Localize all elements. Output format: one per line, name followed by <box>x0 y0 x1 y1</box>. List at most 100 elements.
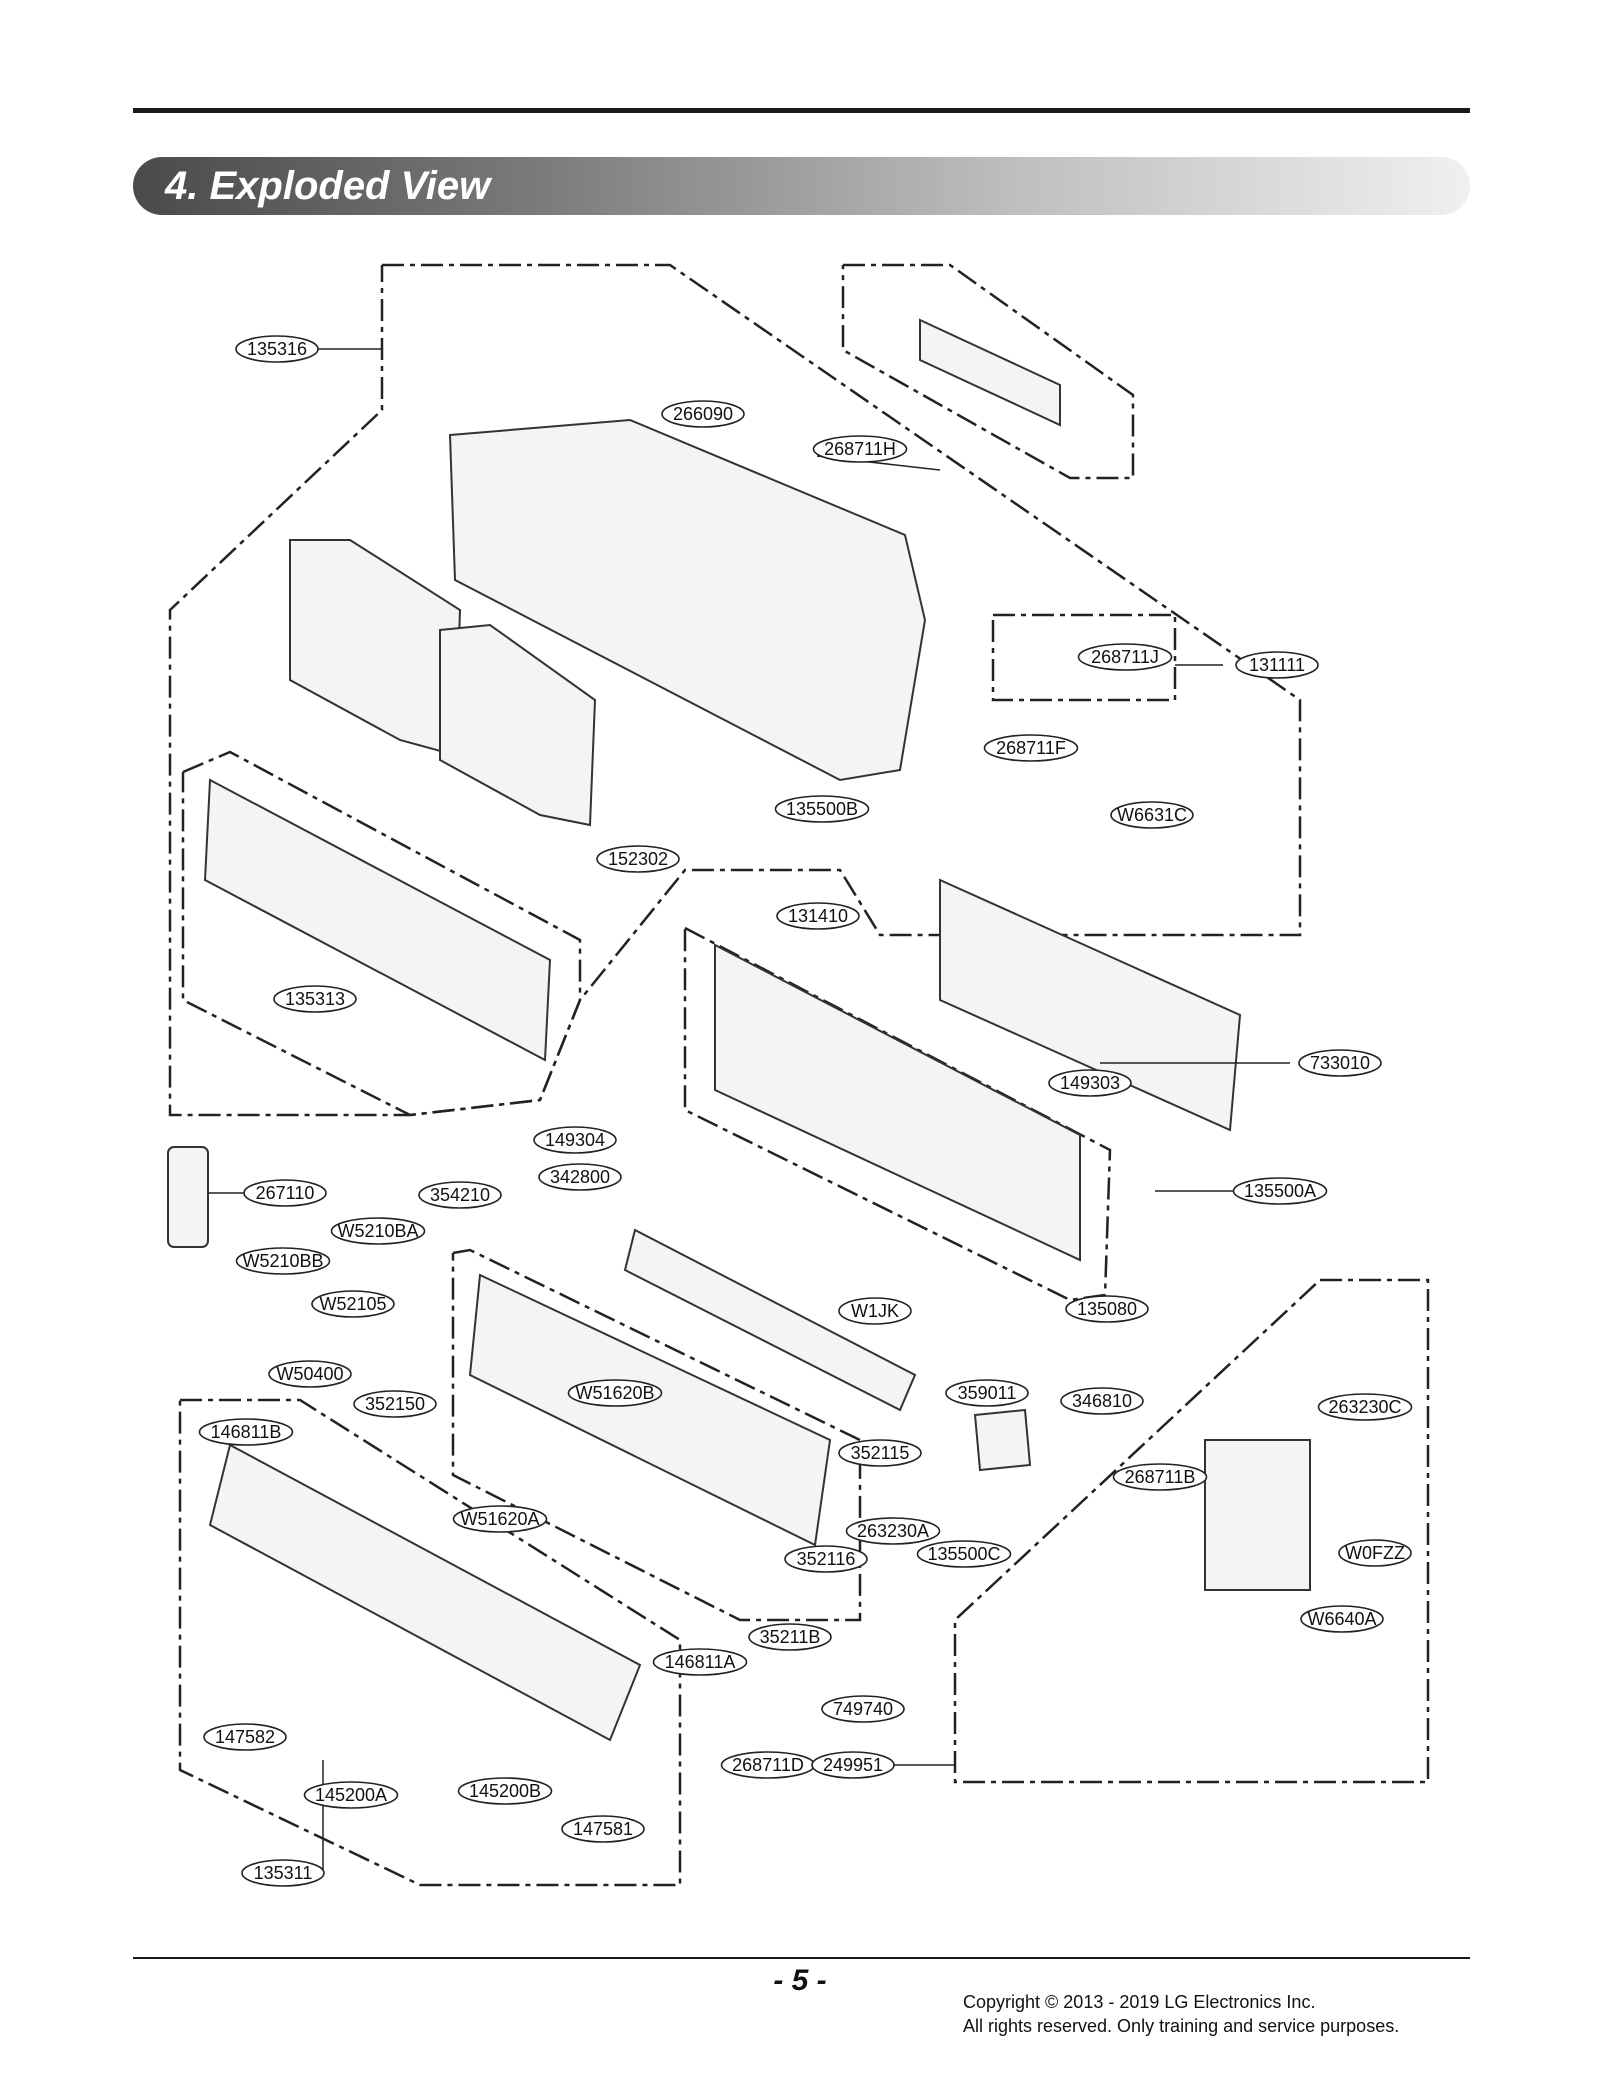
callout-w1jk: W1JK <box>838 1297 912 1325</box>
callout-label: 268711F <box>996 738 1066 758</box>
callout-ellipse <box>784 1545 868 1573</box>
callout-ellipse <box>353 1390 437 1418</box>
callout-ellipse <box>1077 643 1173 671</box>
group-boundary-front-grille <box>181 750 582 1117</box>
group-boundary-front-panel <box>168 263 1302 1117</box>
callout-label: 342800 <box>550 1167 610 1187</box>
callout-ellipse <box>1298 1049 1382 1077</box>
section-header-bar: 4. Exploded View <box>133 157 1470 215</box>
callout-w52105: W52105 <box>311 1290 395 1318</box>
callout-268711j: 268711J <box>1077 643 1173 671</box>
callout-ellipse <box>1060 1387 1144 1415</box>
callout-label: 267110 <box>256 1183 315 1203</box>
control-box <box>1204 1439 1311 1591</box>
callout-268711f: 268711F <box>983 734 1079 762</box>
callout-135500a: 135500A <box>1232 1177 1328 1205</box>
callout-label: W0FZZ <box>1345 1543 1405 1563</box>
callout-ellipse <box>311 1290 395 1318</box>
fan-motor <box>973 1408 1032 1472</box>
callout-342800: 342800 <box>538 1163 622 1191</box>
callout-ellipse <box>452 1505 548 1533</box>
callout-ellipse <box>235 335 319 363</box>
callout-w5210ba: W5210BA <box>330 1217 426 1245</box>
callout-ellipse <box>596 845 680 873</box>
callout-354210: 354210 <box>418 1181 502 1209</box>
callout-ellipse <box>776 902 860 930</box>
callout-149303: 149303 <box>1048 1069 1132 1097</box>
callout-label: W6631C <box>1117 805 1187 825</box>
callout-label: W5210BA <box>337 1221 418 1241</box>
callout-ellipse <box>241 1859 325 1887</box>
callout-label: 135080 <box>1077 1299 1137 1319</box>
callout-label: 135500A <box>1244 1181 1316 1201</box>
callout-label: 268711J <box>1091 647 1159 667</box>
callout-label: 147581 <box>573 1819 633 1839</box>
callout-w51620a: W51620A <box>452 1505 548 1533</box>
copyright-line-2: All rights reserved. Only training and s… <box>963 2016 1400 2036</box>
callout-ellipse <box>845 1517 941 1545</box>
callout-ellipse <box>1338 1539 1412 1567</box>
callout-147581: 147581 <box>561 1815 645 1843</box>
callout-268711b: 268711B <box>1112 1463 1208 1491</box>
callout-label: 346810 <box>1072 1391 1132 1411</box>
callout-label: 352116 <box>797 1549 856 1569</box>
callout-ellipse <box>1110 801 1194 829</box>
callout-label: 359011 <box>958 1383 1017 1403</box>
callout-label: 249951 <box>823 1755 883 1775</box>
callout-733010: 733010 <box>1298 1049 1382 1077</box>
callout-label: 135313 <box>285 989 345 1009</box>
callout-label: 749740 <box>833 1699 893 1719</box>
callout-ellipse <box>1112 1463 1208 1491</box>
callout-149304: 149304 <box>533 1126 617 1154</box>
callout-268711h: 268711H <box>812 435 908 463</box>
callout-749740: 749740 <box>821 1695 905 1723</box>
remote-controller <box>167 1146 209 1248</box>
callout-ellipse <box>916 1540 1012 1568</box>
group-boundary-control-box <box>953 1278 1430 1784</box>
callout-ellipse <box>198 1418 294 1446</box>
callout-266090: 266090 <box>661 400 745 428</box>
callout-346810: 346810 <box>1060 1387 1144 1415</box>
callout-ellipse <box>748 1623 832 1651</box>
callout-label: 266090 <box>673 404 733 424</box>
callout-label: 145200A <box>315 1785 387 1805</box>
callout-label: 268711D <box>732 1755 804 1775</box>
callout-263230a: 263230A <box>845 1517 941 1545</box>
callout-label: 35211B <box>760 1627 821 1647</box>
callout-135316: 135316 <box>235 335 319 363</box>
front-grille <box>203 778 552 1062</box>
callout-ellipse <box>243 1179 327 1207</box>
callout-ellipse <box>538 1163 622 1191</box>
group-boundary-evaporator <box>451 1248 862 1622</box>
copyright-line-1: Copyright © 2013 - 2019 LG Electronics I… <box>963 1992 1316 2012</box>
callout-147582: 147582 <box>203 1723 287 1751</box>
section-title: 4. Exploded View <box>165 164 491 208</box>
callout-label: 131410 <box>788 906 848 926</box>
display-module <box>919 318 1061 427</box>
callout-label: 263230A <box>857 1521 929 1541</box>
callout-ellipse <box>1232 1177 1328 1205</box>
callout-label: W52105 <box>319 1294 386 1314</box>
callout-135080: 135080 <box>1065 1295 1149 1323</box>
callout-label: 135500B <box>786 799 858 819</box>
callout-ellipse <box>418 1181 502 1209</box>
cross-flow-fan <box>623 1228 917 1412</box>
callout-146811a: 146811A <box>652 1648 748 1676</box>
callout-ellipse <box>457 1777 553 1805</box>
callout-ellipse <box>533 1126 617 1154</box>
callout-ellipse <box>983 734 1079 762</box>
callout-152302: 152302 <box>596 845 680 873</box>
callout-w50400: W50400 <box>268 1360 352 1388</box>
front-cover <box>448 418 927 782</box>
callout-268711d: 268711D <box>720 1751 816 1779</box>
callout-ellipse <box>1317 1393 1413 1421</box>
callout-ellipse <box>821 1695 905 1723</box>
callout-ellipse <box>838 1297 912 1325</box>
callout-label: W51620B <box>575 1383 654 1403</box>
callout-label: 145200B <box>469 1781 541 1801</box>
callout-ellipse <box>330 1217 426 1245</box>
callout-ellipse <box>652 1648 748 1676</box>
callout-ellipse <box>567 1379 663 1407</box>
callout-ellipse <box>1048 1069 1132 1097</box>
